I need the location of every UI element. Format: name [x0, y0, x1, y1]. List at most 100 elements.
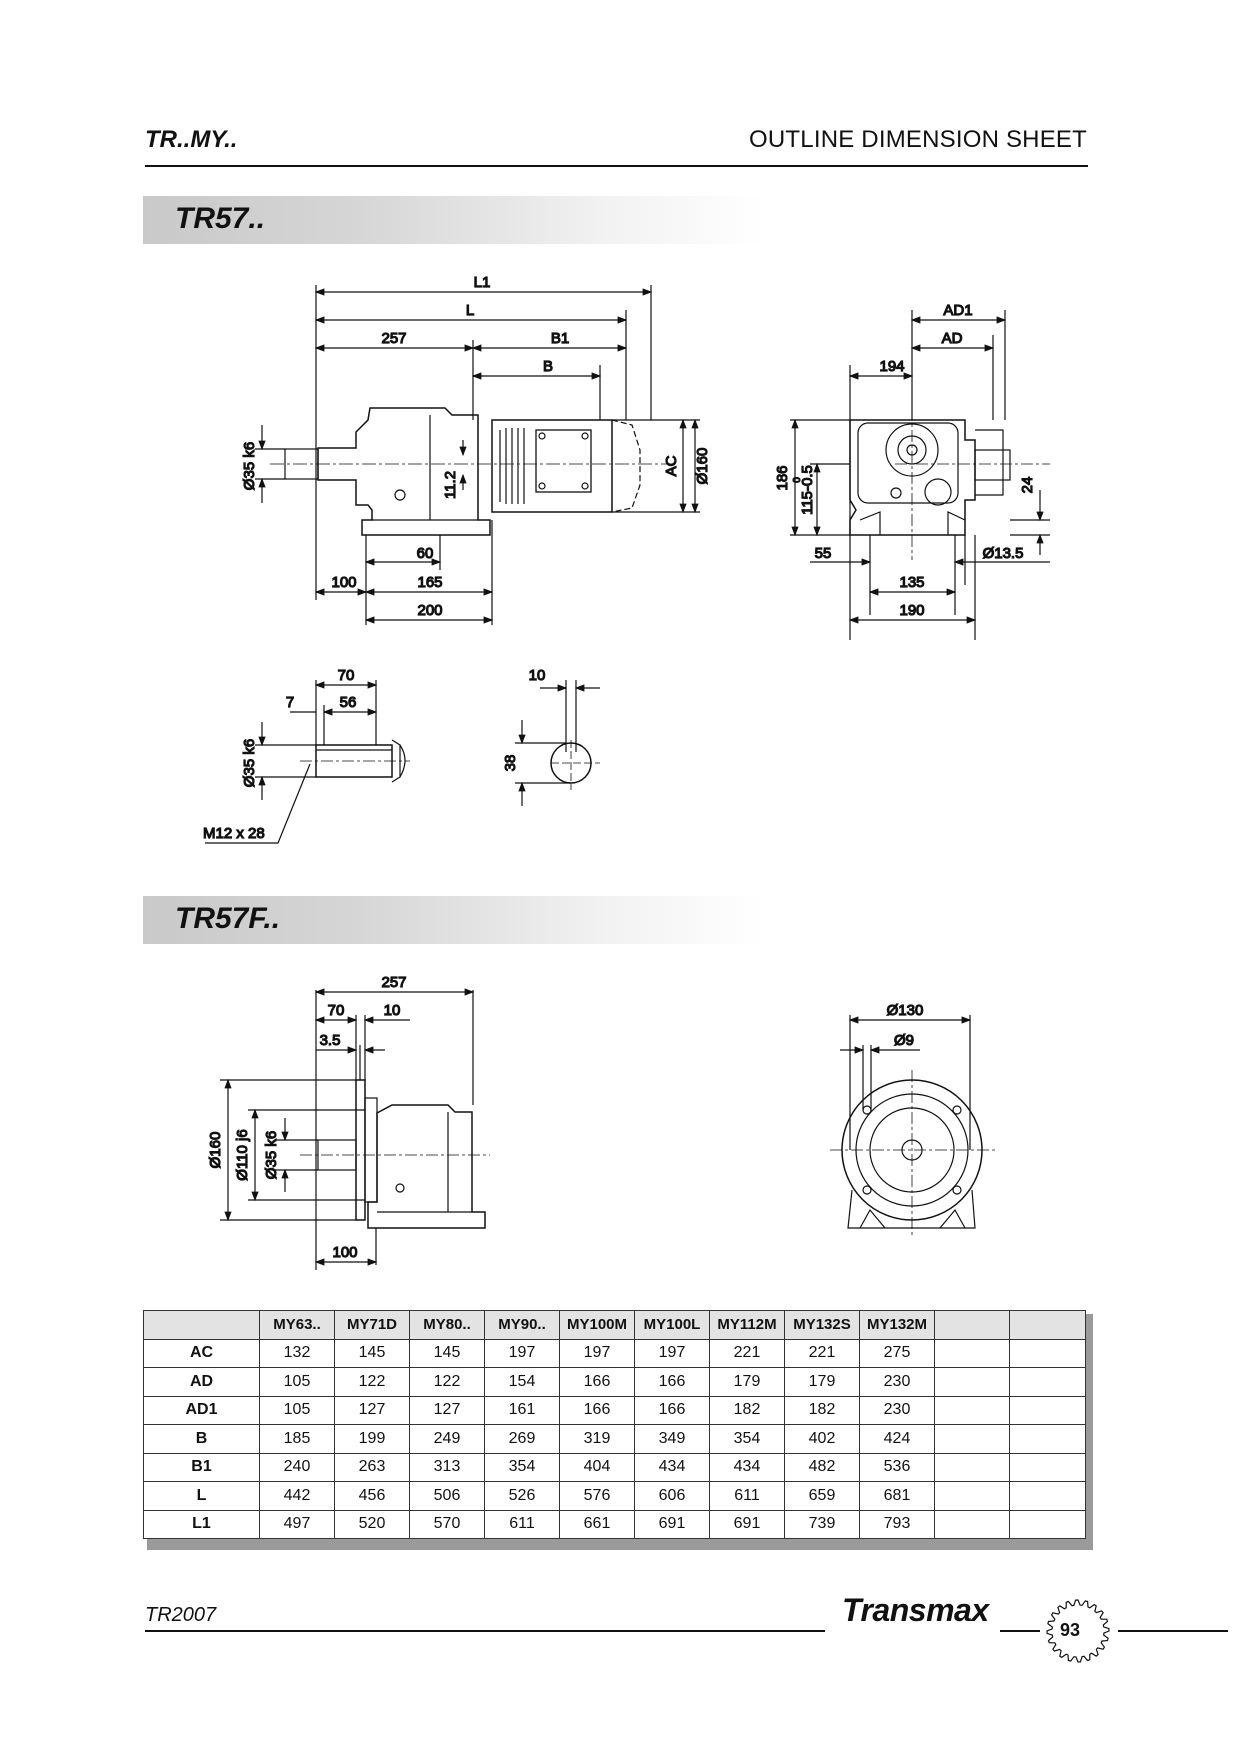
- table-cell: 185: [259, 1424, 335, 1454]
- dim-thread: M12 x 28: [203, 825, 265, 842]
- table-cell: 404: [559, 1452, 635, 1482]
- table-cell: [934, 1452, 1010, 1482]
- table-cell: 313: [409, 1452, 485, 1482]
- table-cell: 482: [784, 1452, 860, 1482]
- table-cell: 197: [634, 1338, 710, 1368]
- dim-hole-dia: Ø9: [894, 1032, 914, 1049]
- table-cell: [1009, 1452, 1086, 1482]
- shaft-detail: 70 7 56 Ø35 k6 M12 x 28 10 38: [202, 666, 600, 844]
- dimension-table: MY63.. MY71D MY80.. MY90.. MY100M MY100L…: [143, 1310, 1086, 1539]
- table-cell: 269: [484, 1424, 560, 1454]
- table-cell: 182: [709, 1395, 785, 1425]
- table-cell: [1009, 1424, 1086, 1454]
- table-cell: 166: [634, 1367, 710, 1397]
- table-cell: 127: [334, 1395, 410, 1425]
- table-cell: [934, 1367, 1010, 1397]
- document-code: TR2007: [145, 1604, 217, 1626]
- row-label: L: [143, 1481, 260, 1511]
- table-cell: 221: [709, 1338, 785, 1368]
- table-cell: 199: [334, 1424, 410, 1454]
- table-cell: 661: [559, 1509, 635, 1539]
- dim-b: B: [543, 358, 553, 375]
- footer-rule: [1000, 1630, 1040, 1632]
- gear-icon: [1046, 1599, 1110, 1663]
- table-cell: 105: [259, 1367, 335, 1397]
- dim-55: 55: [815, 545, 832, 562]
- row-label: B1: [143, 1452, 260, 1482]
- table-cell: [1009, 1338, 1086, 1368]
- dim-bolt-circle: Ø130: [887, 1002, 924, 1019]
- col-header: [934, 1310, 1010, 1340]
- dim-70: 70: [338, 667, 355, 684]
- col-header: MY63..: [259, 1310, 335, 1340]
- table-cell: 570: [409, 1509, 485, 1539]
- dim-165: 165: [417, 574, 442, 591]
- table-cell: 230: [859, 1367, 935, 1397]
- dim-38: 38: [502, 755, 519, 772]
- table-cell: [1009, 1367, 1086, 1397]
- dim-56: 56: [340, 694, 357, 711]
- table-cell: 691: [634, 1509, 710, 1539]
- footer-rule: [145, 1630, 825, 1632]
- dim-186: 186: [774, 465, 791, 490]
- table-cell: 122: [334, 1367, 410, 1397]
- dim-257-b: 257: [381, 974, 406, 991]
- row-label: L1: [143, 1509, 260, 1539]
- dim-24: 24: [1019, 477, 1036, 494]
- dim-l1: L1: [474, 274, 491, 291]
- table-cell: 166: [559, 1367, 635, 1397]
- table-cell: 179: [709, 1367, 785, 1397]
- section-band-tr57: TR57..: [143, 196, 763, 244]
- table-cell: 221: [784, 1338, 860, 1368]
- table-header-row: MY63.. MY71D MY80.. MY90.. MY100M MY100L…: [143, 1310, 1086, 1340]
- dim-ad: AD: [942, 330, 963, 347]
- dim-194: 194: [879, 358, 904, 375]
- tr57-side-view: L1 L 257 B1 B Ø35 k6 11.2 AC Ø160 60 100…: [240, 273, 712, 625]
- dim-115: 115-0.5: [799, 465, 816, 515]
- dim-l: L: [466, 302, 474, 319]
- table-cell: 161: [484, 1395, 560, 1425]
- page-number: 93: [1060, 1620, 1081, 1640]
- table-cell: 105: [259, 1395, 335, 1425]
- table-cell: 611: [484, 1509, 560, 1539]
- dim-100: 100: [331, 574, 356, 591]
- col-header: MY80..: [409, 1310, 485, 1340]
- sheet-title: OUTLINE DIMENSION SHEET: [749, 126, 1087, 153]
- col-header: MY132S: [784, 1310, 860, 1340]
- table-cell: 506: [409, 1481, 485, 1511]
- table-cell: 611: [709, 1481, 785, 1511]
- tr57f-side-view: 257 70 10 3.5 Ø160 Ø110 j6 Ø35 k6 100: [206, 973, 490, 1270]
- dim-b1: B1: [551, 330, 569, 347]
- dim-135: 135: [899, 574, 924, 591]
- row-label: AC: [143, 1338, 260, 1368]
- footer-rule: [1118, 1630, 1228, 1632]
- dim-115-upper: 0: [792, 477, 803, 483]
- col-header: MY100L: [634, 1310, 710, 1340]
- table-cell: 132: [259, 1338, 335, 1368]
- table-cell: 520: [334, 1509, 410, 1539]
- col-header: MY90..: [484, 1310, 560, 1340]
- table-cell: 240: [259, 1452, 335, 1482]
- table-cell: [1009, 1509, 1086, 1539]
- section-title-tr57: TR57..: [175, 202, 266, 235]
- table-cell: 166: [634, 1395, 710, 1425]
- dim-10-b: 10: [384, 1002, 401, 1019]
- tr57f-end-view: Ø130 Ø9: [830, 1001, 995, 1235]
- table-cell: [934, 1395, 1010, 1425]
- col-header: [143, 1310, 260, 1340]
- dim-200: 200: [417, 602, 442, 619]
- table-cell: 122: [409, 1367, 485, 1397]
- dim-257: 257: [381, 330, 406, 347]
- row-label: AD1: [143, 1395, 260, 1425]
- dim-ac: AC: [663, 455, 680, 476]
- dim-bolt-dia: Ø13.5: [983, 545, 1024, 562]
- dim-flange-dia: Ø160: [207, 1132, 224, 1169]
- table-cell: 127: [409, 1395, 485, 1425]
- series-title: TR..MY..: [145, 126, 238, 153]
